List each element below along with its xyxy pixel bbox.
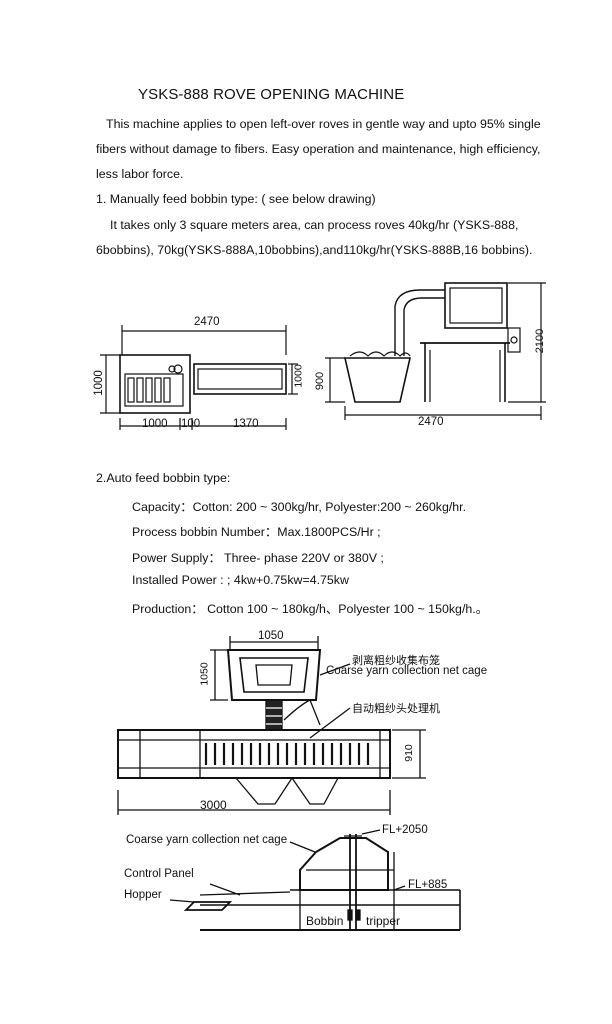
intro-line-3: less labor force. (96, 167, 184, 181)
spec-capacity: Capacity：Cotton: 200 ~ 300kg/hr, Polyest… (132, 500, 467, 514)
d2-cage-height: 1050 (198, 662, 211, 686)
d3-tripper: tripper (366, 914, 401, 928)
d3-control-panel: Control Panel (124, 868, 194, 880)
intro-line-1: This machine applies to open left-over r… (106, 117, 541, 131)
d2-en-label-cage: Coarse yarn collection net cage (326, 665, 488, 677)
d3-fl-mid: FL+885 (408, 879, 448, 891)
section2-heading: 2.Auto feed bobbin type: (96, 471, 231, 485)
d2-bottom-width: 3000 (200, 798, 227, 812)
dim-side-bottom: 2470 (418, 416, 444, 428)
spec-power-supply: Power Supply： Three- phase 220V or 380V … (132, 551, 384, 565)
dim-bottom-b: 100 (181, 418, 201, 430)
spec-installed-power: Installed Power : ; 4kw+0.75kw=4.75kw (132, 573, 349, 587)
d3-hopper: Hopper (124, 889, 162, 901)
dim-left-height: 1000 (92, 370, 105, 396)
dim-top-width: 2470 (194, 316, 220, 328)
dim-bottom-c: 1370 (233, 418, 259, 430)
d2-top-width: 1050 (258, 630, 284, 642)
dim-bottom-a: 1000 (142, 418, 168, 430)
spec-process: Process bobbin Number：Max.1800PCS/Hr ; (132, 525, 381, 539)
d3-cage-label: Coarse yarn collection net cage (126, 834, 288, 846)
document-title: YSKS-888 ROVE OPENING MACHINE (138, 86, 405, 103)
d3-fl-top: FL+2050 (382, 824, 428, 836)
dim-right-height: 1000 (292, 364, 305, 388)
d2-cn-label-processor: 自动粗纱头处理机 (352, 702, 440, 715)
d2-cn-label-cage: 剥离粗纱收集布笼 (352, 654, 440, 667)
section1-heading: 1. Manually feed bobbin type: ( see belo… (96, 192, 376, 206)
section1-line-1: It takes only 3 square meters area, can … (110, 218, 519, 232)
d2-right-height: 910 (402, 744, 415, 762)
dim-side-right: 2100 (534, 328, 547, 354)
d3-bobbin: Bobbin (306, 914, 344, 928)
section1-line-2: 6bobbins), 70kg(YSKS-888A,10bobbins),and… (96, 243, 533, 257)
intro-line-2: fibers without damage to fibers. Easy op… (96, 142, 541, 156)
spec-production: Production： Cotton 100 ~ 180kg/h、Polyest… (132, 602, 489, 616)
dim-side-left: 900 (314, 371, 327, 391)
